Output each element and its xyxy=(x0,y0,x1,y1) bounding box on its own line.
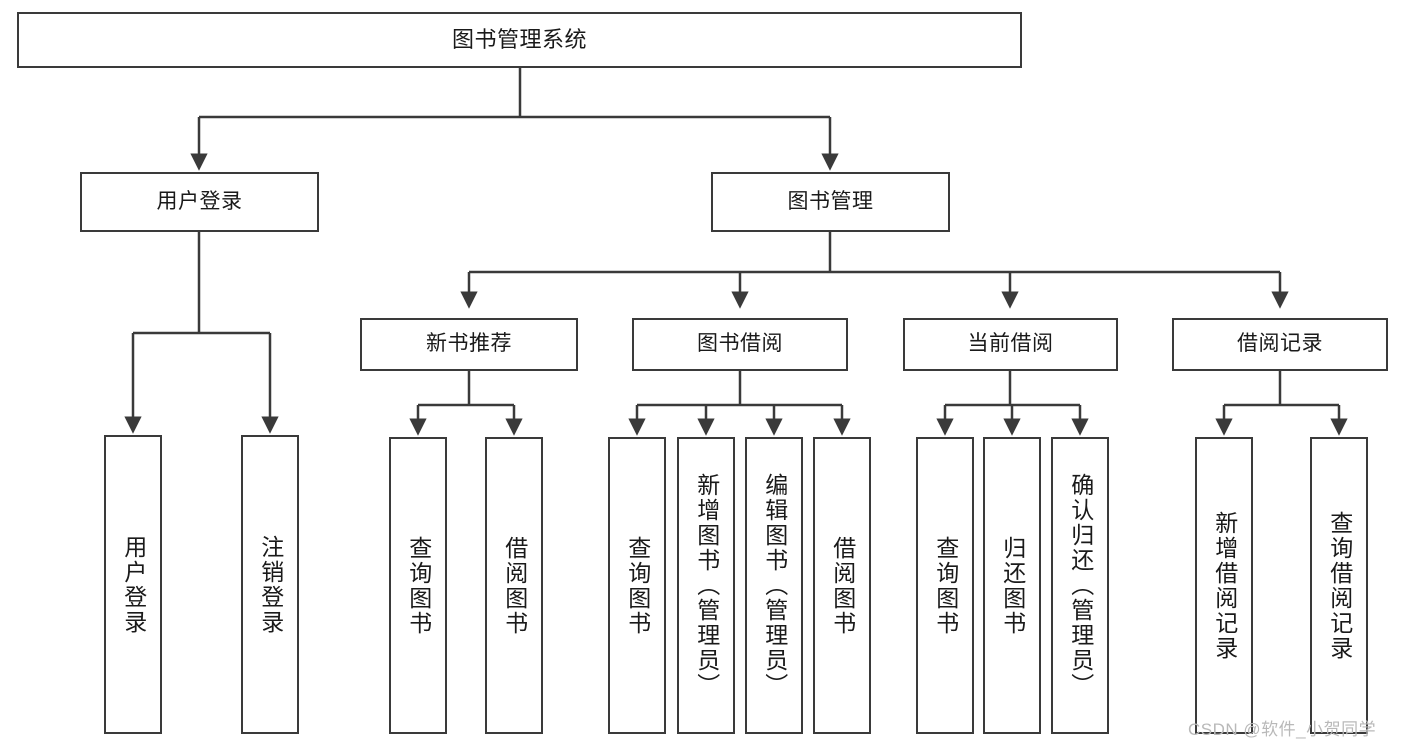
node-label: 新增图书（管理员） xyxy=(693,473,720,698)
node-label: 注销登录 xyxy=(257,534,284,635)
node-label: 借阅图书 xyxy=(501,535,528,636)
node-borrow-record[interactable]: 借阅记录 xyxy=(1172,318,1388,371)
node-current-borrow[interactable]: 当前借阅 xyxy=(903,318,1118,371)
node-label: 用户登录 xyxy=(120,534,147,635)
node-label: 归还图书 xyxy=(999,535,1026,636)
node-label: 新增借阅记录 xyxy=(1211,510,1238,661)
node-label: 借阅图书 xyxy=(829,535,856,636)
leaf-borrow-record-add[interactable]: 新增借阅记录 xyxy=(1195,437,1253,734)
leaf-book-borrow-add[interactable]: 新增图书（管理员） xyxy=(677,437,735,734)
node-root-system[interactable]: 图书管理系统 xyxy=(17,12,1022,68)
node-label: 借阅记录 xyxy=(1237,332,1323,356)
leaf-current-borrow-confirm-return[interactable]: 确认归还（管理员） xyxy=(1051,437,1109,734)
leaf-book-borrow-edit[interactable]: 编辑图书（管理员） xyxy=(745,437,803,734)
leaf-borrow-record-query[interactable]: 查询借阅记录 xyxy=(1310,437,1368,734)
node-book-management[interactable]: 图书管理 xyxy=(711,172,950,232)
node-label: 查询图书 xyxy=(932,535,959,636)
node-label: 查询借阅记录 xyxy=(1326,510,1353,661)
node-label: 当前借阅 xyxy=(967,332,1054,356)
node-label: 图书管理系统 xyxy=(451,27,587,53)
leaf-new-book-borrow[interactable]: 借阅图书 xyxy=(485,437,543,734)
leaf-current-borrow-query[interactable]: 查询图书 xyxy=(916,437,974,734)
csdn-watermark: CSDN @软件_小贺同学 xyxy=(1188,720,1377,739)
node-label: 编辑图书（管理员） xyxy=(761,473,788,698)
leaf-book-borrow-query[interactable]: 查询图书 xyxy=(608,437,666,734)
leaf-book-borrow-borrow[interactable]: 借阅图书 xyxy=(813,437,871,734)
leaf-current-borrow-return[interactable]: 归还图书 xyxy=(983,437,1041,734)
node-label: 图书管理 xyxy=(787,189,874,213)
node-book-borrow[interactable]: 图书借阅 xyxy=(632,318,848,371)
node-user-login[interactable]: 用户登录 xyxy=(80,172,319,232)
leaf-new-book-query[interactable]: 查询图书 xyxy=(389,437,447,734)
node-label: 新书推荐 xyxy=(426,332,512,356)
node-label: 查询图书 xyxy=(624,535,651,636)
node-label: 用户登录 xyxy=(156,189,243,213)
leaf-user-login-signin[interactable]: 用户登录 xyxy=(104,435,162,734)
node-new-book-recommend[interactable]: 新书推荐 xyxy=(360,318,578,371)
node-label: 确认归还（管理员） xyxy=(1067,473,1094,698)
leaf-user-login-signout[interactable]: 注销登录 xyxy=(241,435,299,734)
node-label: 查询图书 xyxy=(405,535,432,636)
node-label: 图书借阅 xyxy=(697,332,783,356)
